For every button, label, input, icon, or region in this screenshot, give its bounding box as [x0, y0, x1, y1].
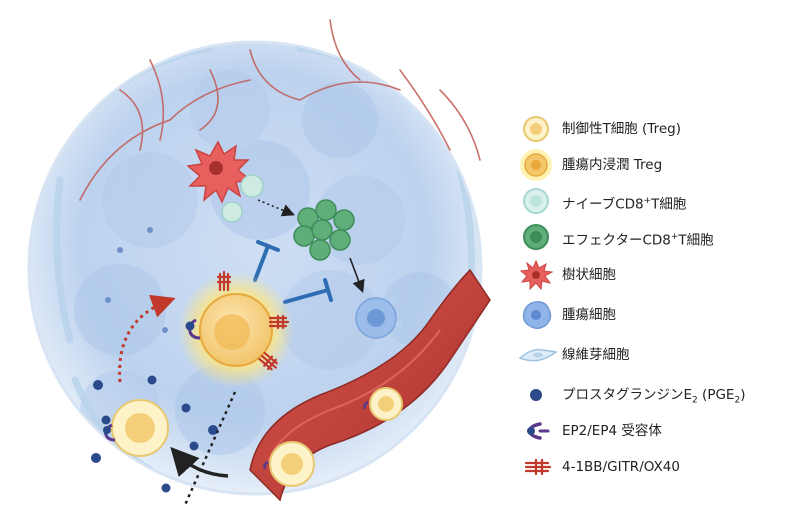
effector-cd8-t-cell-cluster: [293, 199, 355, 261]
legend-item-tumor-treg: 腫瘍内浸潤 Treg: [518, 148, 794, 182]
legend-item-tumor: 腫瘍細胞: [518, 298, 794, 332]
legend-label: 腫瘍内浸潤 Treg: [562, 157, 663, 173]
costimulatory-receptor-icon: [524, 458, 552, 476]
effector-cd8-t-cell-icon: [523, 224, 549, 250]
naive-cd8-t-cell: [221, 201, 243, 223]
dendritic-cell-icon: [519, 259, 554, 291]
tumor-infiltrating-treg: [178, 272, 294, 388]
legend-label: プロスタグランジンE2 (PGE2): [562, 387, 746, 406]
legend-item-costimulatory: 4-1BB/GITR/OX40: [518, 450, 794, 484]
legend-item-ep-receptor: EP2/EP4 受容体: [518, 414, 794, 448]
legend-label: 腫瘍細胞: [562, 307, 616, 323]
legend-label: 4-1BB/GITR/OX40: [562, 459, 680, 475]
legend-label: エフェクターCD8+T細胞: [562, 232, 714, 249]
prostaglandin-e2-icon: [530, 389, 542, 401]
naive-cd8-t-cell-icon: [523, 188, 549, 214]
blood-vessel: [249, 268, 491, 502]
fibroblast-icon: [518, 348, 558, 362]
ep-receptor: [185, 318, 201, 340]
infiltration-arrow: [170, 446, 229, 478]
costimulatory-receptors: [216, 270, 290, 371]
dendritic-cell: [186, 140, 264, 223]
tumor-sphere: [27, 19, 483, 496]
naive-cd8-t-cell: [240, 174, 264, 198]
tumor-infiltrating-treg-icon: [520, 149, 552, 181]
legend-label: ナイーブCD8+T細胞: [562, 196, 687, 213]
inhibition-lines: [253, 240, 333, 304]
legend-item-naive-cd8: ナイーブCD8+T細胞: [518, 184, 794, 218]
capillary-network: [79, 19, 481, 201]
treg-cell-icon: [523, 116, 549, 142]
legend-item-dendritic: 樹状細胞: [518, 258, 794, 292]
prostaglandin-e2-molecules: [91, 227, 218, 493]
cytotoxic-arrow: [349, 257, 365, 293]
legend-item-treg: 制御性T細胞 (Treg): [518, 112, 794, 146]
legend-item-effector-cd8: エフェクターCD8+T細胞: [518, 220, 794, 254]
legend-label: 線維芽細胞: [562, 347, 630, 363]
treg-cell: [103, 399, 169, 457]
legend-item-fibroblast: 線維芽細胞: [518, 338, 794, 372]
legend-label: 制御性T細胞 (Treg): [562, 121, 681, 137]
migration-arrow: [118, 294, 176, 383]
tumor-cell-icon: [522, 301, 552, 329]
ep-receptor-icon: [527, 422, 550, 440]
tumor-microenvironment-diagram: [27, 19, 491, 506]
legend-item-pge2: プロスタグランジンE2 (PGE2): [518, 378, 794, 412]
tumor-cell: [352, 296, 403, 343]
legend-label: EP2/EP4 受容体: [562, 423, 662, 439]
activation-arrow: [257, 199, 295, 217]
legend-label: 樹状細胞: [562, 267, 616, 283]
